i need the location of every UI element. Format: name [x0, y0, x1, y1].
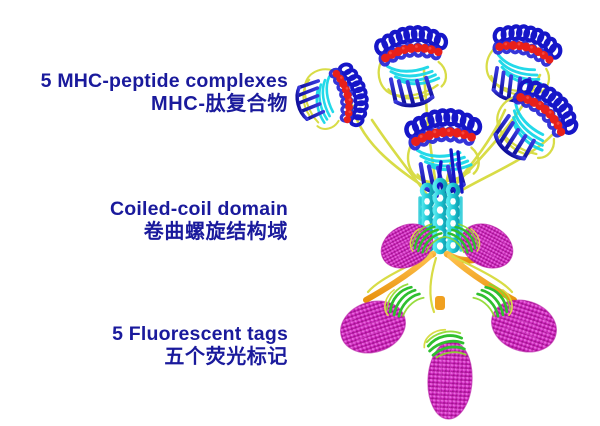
- label-coil-english: Coiled-coil domain: [109, 198, 288, 220]
- label-fluorescent-tags: 5 Fluorescent tags 五个荧光标记: [0, 323, 288, 370]
- label-mhc-chinese: MHC-肽复合物: [150, 93, 288, 115]
- label-mhc-english: 5 MHC-peptide complexes: [40, 70, 288, 92]
- label-mhc-peptide-complexes: 5 MHC-peptide complexes MHC-肽复合物: [0, 70, 288, 117]
- label-coil-chinese: 卷曲螺旋结构域: [143, 221, 288, 243]
- label-tags-chinese: 五个荧光标记: [164, 346, 288, 368]
- label-tags-english: 5 Fluorescent tags: [112, 323, 288, 345]
- label-coiled-coil-domain: Coiled-coil domain 卷曲螺旋结构域: [0, 198, 288, 245]
- fluorescent-tag-group: [333, 214, 564, 420]
